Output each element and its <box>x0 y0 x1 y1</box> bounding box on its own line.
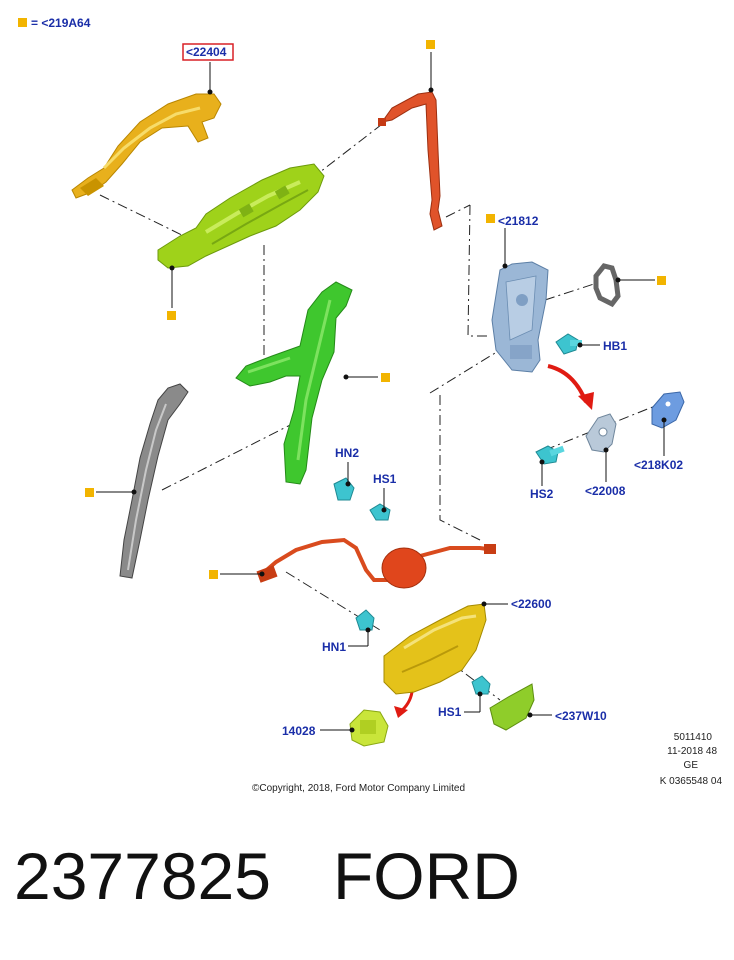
fastener-hn1 <box>355 609 375 631</box>
direction-arrow-upper <box>547 364 594 410</box>
control-rod-part <box>378 91 443 231</box>
door-channel-part <box>235 281 353 485</box>
switch-14028-part <box>349 709 389 747</box>
callout-hn2[interactable]: HN2 <box>335 446 359 460</box>
callout-14028[interactable]: 14028 <box>282 724 316 738</box>
part-number: 2377825 <box>14 839 271 913</box>
handle-frame-part <box>157 163 325 269</box>
leader-lines <box>85 40 667 733</box>
weatherstrip-part <box>119 383 189 579</box>
door-latch-part <box>491 261 549 373</box>
striker-part <box>593 263 621 308</box>
meta-line-4: K 0365548 04 <box>660 776 723 787</box>
bezel-237w10-part <box>489 683 535 731</box>
callout-hn1[interactable]: HN1 <box>322 640 346 654</box>
part-title: 2377825 FORD <box>14 838 520 914</box>
alignment-lines <box>99 117 671 701</box>
interior-handle-part <box>383 603 487 695</box>
meta-line-3: GE <box>684 760 699 771</box>
callout-218k02[interactable]: <218K02 <box>634 458 683 472</box>
copyright: ©Copyright, 2018, Ford Motor Company Lim… <box>252 783 465 794</box>
release-cable-part <box>256 537 496 589</box>
callout-hb1[interactable]: HB1 <box>603 339 627 353</box>
meta-line-1: 5011410 <box>674 732 713 743</box>
callout-21812[interactable]: <21812 <box>498 214 539 228</box>
exterior-handle-part <box>71 93 222 199</box>
callout-22404[interactable]: <22404 <box>186 45 227 59</box>
brand-name: FORD <box>332 839 520 913</box>
direction-arrow-lower <box>394 691 414 718</box>
highlight-box <box>182 43 234 61</box>
fastener-hb1 <box>555 333 582 355</box>
legend-square <box>18 18 27 27</box>
callout-hs1-top[interactable]: HS1 <box>373 472 397 486</box>
fastener-hs1-bottom <box>471 675 491 695</box>
bracket-22008-part <box>585 413 617 453</box>
cover-218k02-part <box>651 391 685 429</box>
fastener-hn2 <box>333 477 355 501</box>
callout-237w10[interactable]: <237W10 <box>555 709 607 723</box>
meta-line-2: 11-2018 48 <box>667 746 717 757</box>
callout-22600[interactable]: <22600 <box>511 597 552 611</box>
fastener-hs2 <box>535 445 565 465</box>
callout-22008[interactable]: <22008 <box>585 484 626 498</box>
legend-label: = <219A64 <box>31 16 91 30</box>
callout-hs1-bottom[interactable]: HS1 <box>438 705 462 719</box>
fastener-hs1-top <box>369 503 391 521</box>
callout-hs2[interactable]: HS2 <box>530 487 554 501</box>
